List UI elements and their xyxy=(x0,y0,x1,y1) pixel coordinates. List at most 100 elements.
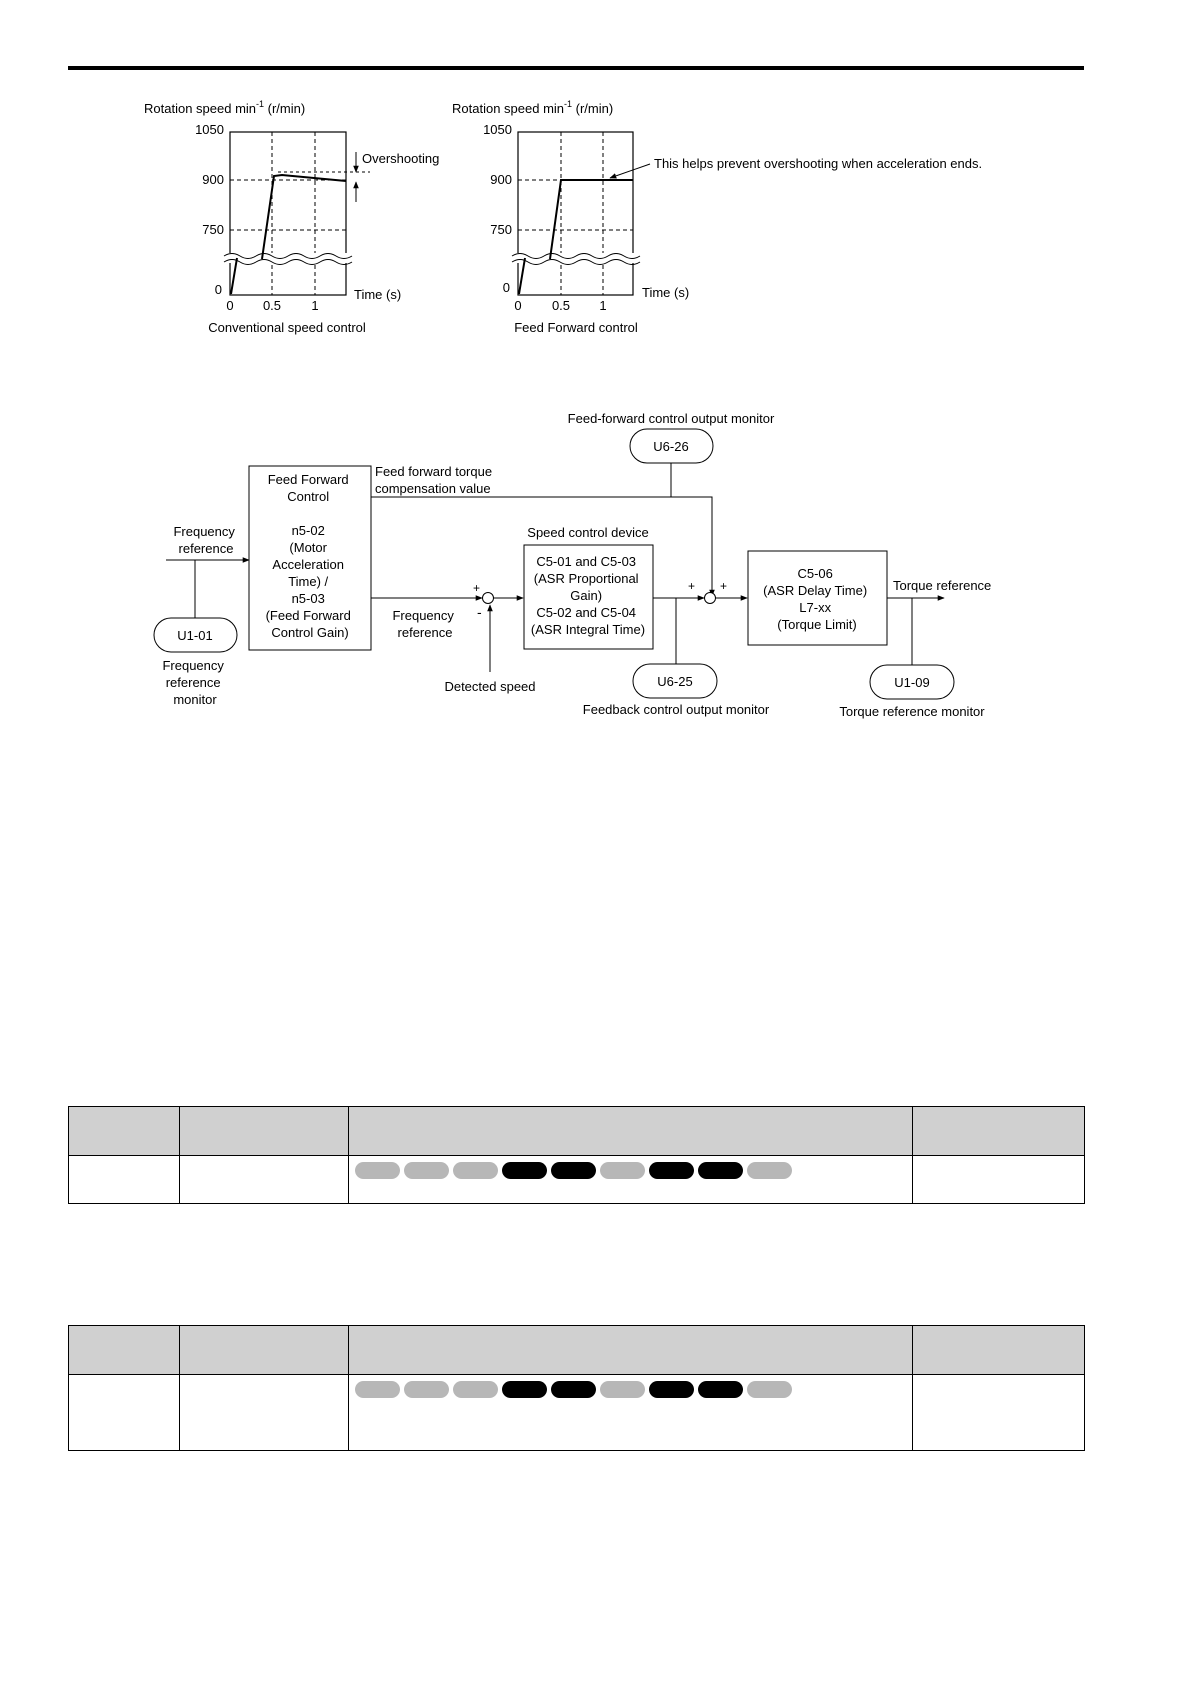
control-mode-pill xyxy=(502,1162,547,1179)
table-cell xyxy=(68,1374,180,1451)
u1-09-monitor xyxy=(869,664,955,700)
table-cell xyxy=(68,1155,180,1204)
u6-25-monitor xyxy=(632,663,718,699)
table-cell xyxy=(179,1374,349,1451)
right-ytick: 750 xyxy=(490,222,512,237)
ff-monitor-title: Feed-forward control output monitor xyxy=(568,411,775,426)
table-header-cell xyxy=(68,1325,180,1375)
control-mode-pill xyxy=(600,1162,645,1179)
parameter-table-1 xyxy=(68,1106,1085,1204)
left-speed-curve xyxy=(230,173,347,295)
asr-block-text: C5-01 and C5-03 (ASR Proportional Gain) … xyxy=(531,554,645,637)
left-axis-break-top xyxy=(223,253,353,259)
control-mode-pill xyxy=(453,1162,498,1179)
speed-device-title: Speed control device xyxy=(527,525,648,540)
right-ytick: 1050 xyxy=(483,122,512,137)
table-header-row xyxy=(68,1106,1085,1156)
right-annotation: This helps prevent overshooting when acc… xyxy=(654,156,982,171)
u6-25-label: U6-25 xyxy=(657,674,692,689)
table-cell xyxy=(179,1155,349,1204)
graph-feed-forward: Rotation speed min-1 (r/min) This helps … xyxy=(452,99,982,335)
torque-monitor-label: Torque reference monitor xyxy=(839,704,985,719)
summing-junction-1 xyxy=(482,592,494,604)
right-xlabel: Time (s) xyxy=(642,285,689,300)
control-mode-pill xyxy=(551,1381,596,1398)
right-xtick: 0 xyxy=(514,298,521,313)
freq-ref-input-label: Frequency reference xyxy=(173,524,238,556)
table-header-cell xyxy=(912,1106,1085,1156)
left-overshoot-label: Overshooting xyxy=(362,151,439,166)
summing-junction-2 xyxy=(704,592,716,604)
sum1-plus: + xyxy=(473,581,480,595)
left-ytick: 1050 xyxy=(195,122,224,137)
control-mode-pill xyxy=(600,1381,645,1398)
ff-torque-line xyxy=(371,496,715,597)
left-caption: Conventional speed control xyxy=(208,320,366,335)
u6-26-label: U6-26 xyxy=(653,439,688,454)
control-mode-pill xyxy=(453,1381,498,1398)
left-plot-frame xyxy=(229,131,347,296)
u1-01-label: U1-01 xyxy=(177,628,212,643)
table-header-cell xyxy=(179,1106,349,1156)
table-header-cell xyxy=(912,1325,1085,1375)
table-cell xyxy=(912,1155,1085,1204)
control-mode-pill xyxy=(404,1162,449,1179)
freq-ref-mid-label: Frequency reference xyxy=(392,608,457,640)
control-mode-pill xyxy=(355,1162,400,1179)
left-axis-break-bottom xyxy=(223,259,353,265)
right-axis-break-bottom xyxy=(511,259,641,265)
control-mode-pill xyxy=(747,1162,792,1179)
table-header-cell xyxy=(68,1106,180,1156)
right-ylabel: Rotation speed min-1 (r/min) xyxy=(452,99,613,116)
c5-06-block-text: C5-06 (ASR Delay Time) L7-xx (Torque Lim… xyxy=(763,566,871,632)
right-xtick: 1 xyxy=(599,298,606,313)
feed-forward-block-text: Feed Forward Control n5-02 (Motor Accele… xyxy=(266,472,355,640)
right-plot-frame xyxy=(517,131,634,296)
parameter-table-2 xyxy=(68,1325,1085,1451)
right-caption: Feed Forward control xyxy=(514,320,638,335)
sum2-plus-left: + xyxy=(688,579,695,593)
control-mode-pill xyxy=(502,1381,547,1398)
table-row xyxy=(68,1374,1085,1451)
table-cell xyxy=(348,1374,913,1451)
control-mode-pill xyxy=(649,1381,694,1398)
asr-block xyxy=(523,544,654,650)
right-axis-break-top xyxy=(511,253,641,259)
control-mode-indicators xyxy=(349,1156,912,1179)
fb-monitor-label: Feedback control output monitor xyxy=(583,702,770,717)
control-mode-pill xyxy=(649,1162,694,1179)
right-ytick: 0 xyxy=(503,280,510,295)
control-block-diagram: Feed-forward control output monitor U6-2… xyxy=(153,411,991,719)
control-mode-pill xyxy=(698,1162,743,1179)
left-axis-break-bg xyxy=(224,253,352,263)
sum1-minus: - xyxy=(477,604,482,620)
graph-conventional: Rotation speed min-1 (r/min) Overshootin… xyxy=(144,99,439,335)
right-speed-curve xyxy=(518,179,633,295)
table-row xyxy=(68,1155,1085,1204)
feed-forward-block xyxy=(248,465,372,651)
left-ytick: 0 xyxy=(215,282,222,297)
control-mode-indicators xyxy=(349,1375,912,1398)
table-cell xyxy=(348,1155,913,1204)
right-axis-break-bg xyxy=(512,253,639,263)
left-ytick: 750 xyxy=(202,222,224,237)
right-xtick: 0.5 xyxy=(552,298,570,313)
right-annotation-arrow xyxy=(609,163,651,179)
left-xtick: 1 xyxy=(311,298,318,313)
left-xtick: 0.5 xyxy=(263,298,281,313)
ff-torque-label: Feed forward torque compensation value xyxy=(375,464,496,496)
table-header-cell xyxy=(348,1325,913,1375)
table-header-cell xyxy=(348,1106,913,1156)
control-mode-pill xyxy=(404,1381,449,1398)
left-ytick: 900 xyxy=(202,172,224,187)
torque-ref-label: Torque reference xyxy=(893,578,991,593)
control-mode-pill xyxy=(747,1381,792,1398)
u1-09-label: U1-09 xyxy=(894,675,929,690)
left-ylabel: Rotation speed min-1 (r/min) xyxy=(144,99,305,116)
right-ytick: 900 xyxy=(490,172,512,187)
table-header-cell xyxy=(179,1325,349,1375)
control-mode-pill xyxy=(551,1162,596,1179)
left-xlabel: Time (s) xyxy=(354,287,401,302)
header-rule xyxy=(68,66,1084,70)
